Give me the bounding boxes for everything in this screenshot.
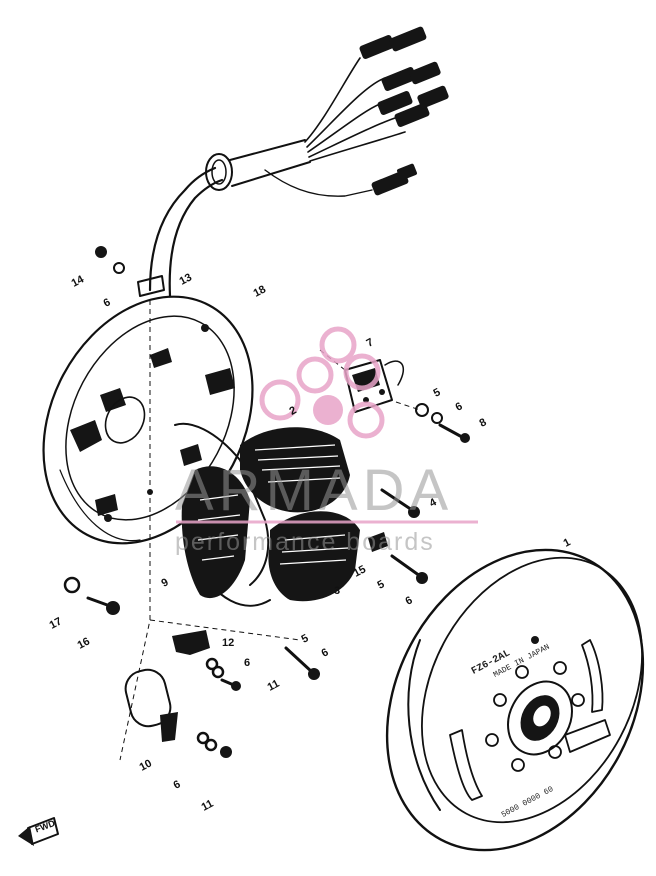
watermark-brand: ARMADA: [175, 458, 454, 523]
assembly-guide-lines: [119, 300, 421, 761]
wire-harness: [137, 26, 449, 298]
connector-plug: [371, 163, 417, 196]
stator-base-plate: [42, 295, 254, 545]
connector-plug: [377, 85, 449, 127]
armada-logo-mark: [176, 326, 478, 524]
flywheel-rotor: [385, 548, 645, 852]
callout-12: 12: [222, 637, 235, 649]
callout-3: 3: [334, 585, 341, 597]
callout-6: 6: [244, 657, 251, 669]
watermark-tagline: performance boards: [175, 528, 435, 556]
front-direction-arrow: [18, 817, 59, 846]
connector-plug: [359, 26, 427, 59]
stator-coil-assembly: [174, 422, 360, 607]
connector-plug: [381, 61, 441, 91]
screw-set: [63, 246, 470, 758]
